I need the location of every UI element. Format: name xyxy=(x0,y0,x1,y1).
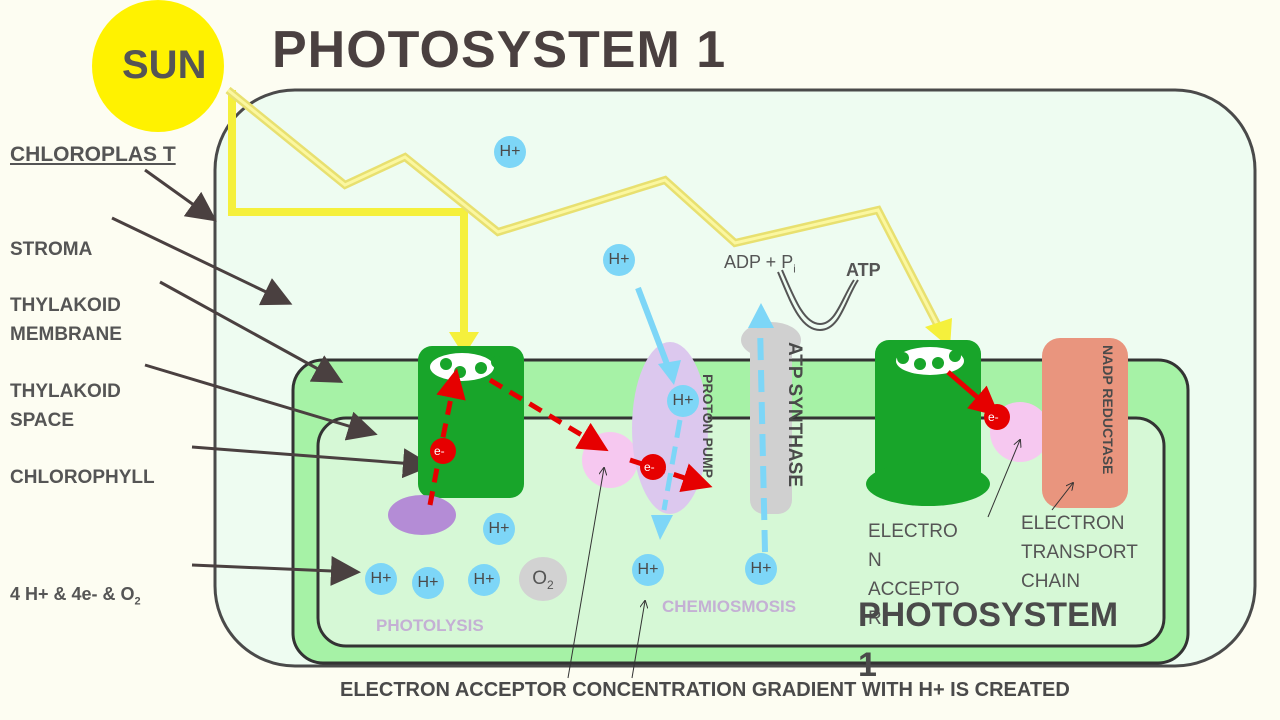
pointer-etc xyxy=(1051,483,1073,511)
water-splitting-complex xyxy=(388,495,456,535)
electron-label: e- xyxy=(644,460,655,474)
label-products-text: 4 H+ & 4e- & O xyxy=(10,584,135,604)
adp-sub: i xyxy=(793,263,796,276)
hydrogen-ion: H+ xyxy=(494,136,526,168)
proton-pump-label: PROTON PUMP xyxy=(700,374,716,478)
hydrogen-ion: H+ xyxy=(745,553,777,585)
adp-text: ADP + P xyxy=(724,252,794,272)
ion-flow-pump-down xyxy=(661,419,683,511)
ion-flow-pump xyxy=(635,286,673,374)
nadp-reductase xyxy=(1042,338,1128,508)
oxygen-text: O xyxy=(532,568,548,589)
atp-synthase-label: ATP SYNTHASE xyxy=(784,342,805,487)
pointer-concentration xyxy=(631,601,645,679)
pointer-chlorophyll xyxy=(191,445,433,479)
hydrogen-ion: H+ xyxy=(483,513,515,545)
hydrogen-ion: H+ xyxy=(667,385,699,417)
photolysis-label: PHOTOLYSIS xyxy=(376,616,484,635)
electron-path-right xyxy=(946,370,1000,417)
label-products-sub: 2 xyxy=(134,595,141,608)
etc-line: ELECTRON xyxy=(1021,513,1125,534)
label-thylakoid-space-2: SPACE xyxy=(10,410,75,431)
electron xyxy=(984,404,1010,430)
electron-label: e- xyxy=(988,410,999,424)
pointer-thylakoid-space xyxy=(144,363,378,441)
atp-label: ATP xyxy=(846,260,881,280)
light-arrowhead-left xyxy=(449,332,479,356)
photosystem-label-line: PHOTOSYSTEM xyxy=(858,596,1119,634)
hydrogen-ion: H+ xyxy=(412,567,444,599)
sun-label: SUN xyxy=(122,43,207,87)
etc-label: ELECTRON TRANSPORT CHAIN xyxy=(1021,509,1138,596)
electron-acceptor-line: ACCEPTO xyxy=(868,579,960,600)
label-chlorophyll: CHLOROPHYLL xyxy=(10,467,155,488)
electron-acceptor-line: ELECTRO xyxy=(868,521,958,542)
pointer-electron-acceptor xyxy=(567,468,604,679)
nadp-reductase-label: NADP REDUCTASE xyxy=(1100,345,1116,475)
hydrogen-ion: H+ xyxy=(603,244,635,276)
photosystem-label-line: 1 xyxy=(858,646,877,684)
label-thylakoid-space-1: THYLAKOID xyxy=(10,381,121,402)
label-chloroplast: CHLOROPLAS T xyxy=(10,143,176,166)
electron-acceptor-line: R xyxy=(868,608,882,629)
electron-label: e- xyxy=(434,444,445,458)
etc-line: CHAIN xyxy=(1021,571,1081,592)
etc-line: TRANSPORT xyxy=(1021,542,1138,563)
photosystem-right-base xyxy=(866,462,990,506)
label-thylakoid-membrane-1: THYLAKOID xyxy=(10,295,121,316)
pointer-products xyxy=(191,555,361,586)
hydrogen-ion: H+ xyxy=(468,564,500,596)
adp-label: ADP + Pi xyxy=(724,252,796,276)
light-ray-left xyxy=(228,90,468,340)
photosystem-label: PHOTOSYSTEM 1 xyxy=(858,590,1118,690)
photosystem-right-top xyxy=(896,347,964,375)
atp-curve xyxy=(777,271,859,332)
ion-flow-synthase xyxy=(757,324,768,553)
pointer-chloroplast xyxy=(144,168,217,222)
chemiosmosis-label: CHEMIOSMOSIS xyxy=(662,597,797,616)
electron xyxy=(640,454,666,480)
electron-acceptor-line: N xyxy=(868,550,882,571)
label-stroma: STROMA xyxy=(10,239,93,260)
bottom-caption: ELECTRON ACCEPTOR CONCENTRATION GRADIENT… xyxy=(340,679,1070,701)
page-title: PHOTOSYSTEM 1 xyxy=(272,21,727,79)
oxygen-sub: 2 xyxy=(547,577,554,592)
pointer-acceptor-right xyxy=(987,440,1020,518)
hydrogen-ion: H+ xyxy=(632,554,664,586)
electron-acceptor-right-label: ELECTRO N ACCEPTO R xyxy=(868,517,960,633)
oxygen-molecule: O2 xyxy=(519,557,567,601)
label-thylakoid-membrane-2: MEMBRANE xyxy=(10,324,122,345)
pointer-thylakoid-membrane xyxy=(159,280,344,383)
pointer-stroma xyxy=(111,216,293,306)
electron xyxy=(430,438,456,464)
hydrogen-ion: H+ xyxy=(365,563,397,595)
label-products: 4 H+ & 4e- & O2 xyxy=(10,580,141,616)
sun xyxy=(92,0,224,132)
